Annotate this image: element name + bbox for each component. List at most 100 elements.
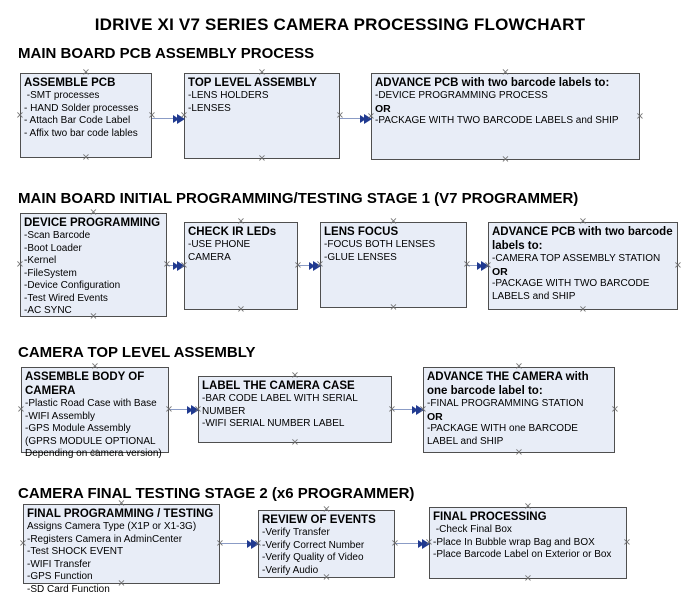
flow-box-line: -CAMERA TOP ASSEMBLY STATION: [492, 253, 661, 264]
flow-box-line: -GLUE LENSES: [324, 251, 397, 263]
flow-box-title: TOP LEVEL ASSEMBLY: [188, 77, 317, 89]
flow-box-advance-pcb-with-two-barcode-labels-to[interactable]: ADVANCE PCB with two barcode labels to:-…: [371, 73, 640, 160]
flow-box-line: (GPRS MODULE OPTIONAL: [25, 435, 156, 447]
flow-box-top-level-assembly[interactable]: TOP LEVEL ASSEMBLY-LENS HOLDERS-LENSES: [184, 73, 340, 159]
flow-box-line: -Verify Audio: [262, 564, 319, 576]
flow-box-line: -PACKAGE WITH TWO BARCODE LABELS and SHI…: [492, 278, 653, 302]
arrowhead-icon: [416, 405, 424, 415]
flow-box-title: FINAL PROGRAMMING / TESTING: [27, 508, 214, 520]
arrowhead-icon: [481, 261, 489, 271]
flow-box-line: -FINAL PROGRAMMING STATION: [427, 398, 584, 409]
flow-box-line: -Check Final Box: [433, 524, 512, 535]
arrowhead-icon: [173, 262, 179, 270]
arrowhead-icon: [191, 405, 199, 415]
flow-box-title: ADVANCE PCB with two barcode labels to:: [375, 77, 610, 89]
flow-box-lens-focus[interactable]: LENS FOCUS-FOCUS BOTH LENSES-GLUE LENSES: [320, 222, 467, 308]
arrowhead-icon: [422, 539, 430, 549]
flow-box-line: -WIFI Assembly: [25, 410, 96, 422]
arrow-line: [467, 265, 483, 266]
flow-box-review-of-events[interactable]: REVIEW OF EVENTS-Verify Transfer-Verify …: [258, 510, 395, 578]
flow-box-final-processing[interactable]: FINAL PROCESSING -Check Final Box-Place …: [429, 507, 627, 579]
flow-box-line: -Scan Barcode: [24, 230, 91, 241]
arrow-line: [152, 118, 179, 119]
flow-box-line: - Affix two bar code lables: [24, 127, 138, 139]
flow-box-label-the-camera-case[interactable]: LABEL THE CAMERA CASE-BAR CODE LABEL WIT…: [198, 376, 392, 443]
flow-box-advance-pcb-with-two-barcode-labels-to[interactable]: ADVANCE PCB with two barcode labels to:-…: [488, 222, 678, 310]
flow-box-line: -Verify Correct Number: [262, 539, 365, 551]
arrow-line: [169, 409, 193, 410]
arrowhead-icon: [477, 262, 483, 270]
section-heading-camera-top-level-assembly: CAMERA TOP LEVEL ASSEMBLY: [18, 344, 256, 361]
flow-box-title: CHECK IR LEDs: [188, 226, 277, 238]
arrowhead-icon: [177, 261, 185, 271]
flow-box-title: ASSEMBLE BODY OF CAMERA: [25, 371, 148, 397]
flow-box-title: ADVANCE THE CAMERA with one barcode labe…: [427, 371, 592, 397]
flow-box-line: -Registers Camera in AdminCenter: [27, 533, 183, 545]
arrow-line: [298, 265, 315, 266]
flow-box-line: -WIFI SERIAL NUMBER LABEL: [202, 418, 345, 429]
arrow-line: [395, 543, 424, 544]
flow-box-line: OR: [492, 265, 508, 278]
arrow-line: [392, 409, 418, 410]
flow-box-line: -WIFI Transfer: [27, 558, 91, 570]
flow-box-title: DEVICE PROGRAMMING: [24, 217, 161, 229]
flow-box-advance-the-camera-with-one-barcode-labe[interactable]: ADVANCE THE CAMERA with one barcode labe…: [423, 367, 615, 453]
flow-box-title: REVIEW OF EVENTS: [262, 514, 376, 526]
flow-box-title: FINAL PROCESSING: [433, 511, 547, 523]
flow-box-line: -GPS Function: [27, 571, 93, 582]
flow-box-line: -Kernel: [24, 255, 57, 266]
flow-box-line: -LENS HOLDERS: [188, 90, 269, 101]
flow-box-line: -Device Configuration: [24, 280, 121, 291]
section-heading-main-board-initial-programming-testing-s: MAIN BOARD INITIAL PROGRAMMING/TESTING S…: [18, 190, 579, 207]
arrowhead-icon: [313, 261, 321, 271]
flow-box-line: OR: [427, 410, 443, 423]
flow-box-line: -Verify Quality of Video: [262, 552, 364, 563]
arrowhead-icon: [412, 406, 418, 414]
flow-box-line: -LENSES: [188, 102, 231, 114]
arrowhead-icon: [173, 115, 179, 123]
arrowhead-icon: [247, 540, 253, 548]
flow-box-line: -DEVICE PROGRAMMING PROCESS: [375, 90, 548, 101]
page-title: IDRIVE XI V7 SERIES CAMERA PROCESSING FL…: [94, 15, 586, 34]
flow-box-line: Depending on camera version): [25, 448, 162, 459]
flow-box-assemble-body-of-camera[interactable]: ASSEMBLE BODY OF CAMERA-Plastic Road Cas…: [21, 367, 169, 459]
section-heading-camera-final-testing-stage-2-x6-programm: CAMERA FINAL TESTING STAGE 2 (x6 PROGRAM…: [18, 485, 415, 502]
flow-box-line: -PACKAGE WITH one BARCODE LABEL and SHIP: [427, 423, 581, 447]
flow-box-title: LABEL THE CAMERA CASE: [202, 380, 355, 392]
arrowhead-icon: [418, 540, 424, 548]
flow-box-assemble-pcb[interactable]: ASSEMBLE PCB -SMT processes- HAND Solder…: [20, 73, 152, 158]
section-heading-main-board-pcb-assembly-process: MAIN BOARD PCB ASSEMBLY PROCESS: [18, 45, 315, 62]
flow-box-line: -Verify Transfer: [262, 527, 330, 538]
flow-box-title: ADVANCE PCB with two barcode labels to:: [492, 226, 676, 252]
flow-box-line: -Plastic Road Case with Base: [25, 398, 157, 409]
arrowhead-icon: [364, 114, 372, 124]
flow-box-line: -Test Wired Events: [24, 292, 108, 304]
arrow-line: [340, 118, 366, 119]
flow-box-title: LENS FOCUS: [324, 226, 399, 238]
flow-box-line: -Place Barcode Label on Exterior or Box: [433, 549, 612, 560]
flow-box-line: -PACKAGE WITH TWO BARCODE LABELS and SHI…: [375, 115, 619, 126]
arrowhead-icon: [360, 115, 366, 123]
flow-box-line: -FileSystem: [24, 267, 77, 279]
flow-box-line: OR: [375, 102, 391, 115]
flow-box-line: -SD Card Function: [27, 583, 110, 595]
flow-box-device-programming[interactable]: DEVICE PROGRAMMING-Scan Barcode-Boot Loa…: [20, 213, 167, 317]
flow-box-line: -BAR CODE LABEL WITH SERIAL NUMBER: [202, 393, 361, 417]
flow-box-line: - Attach Bar Code Label: [24, 115, 131, 126]
arrowhead-icon: [251, 539, 259, 549]
flow-box-line: Assigns Camera Type (X1P or X1-3G): [27, 521, 197, 532]
arrowhead-icon: [177, 114, 185, 124]
arrowhead-icon: [187, 406, 193, 414]
flow-box-line: -Test SHOCK EVENT: [27, 546, 124, 557]
flow-box-line: -AC SYNC: [24, 305, 72, 316]
flow-box-line: -Boot Loader: [24, 242, 82, 254]
flow-box-line: - HAND Solder processes: [24, 102, 139, 114]
arrowhead-icon: [309, 262, 315, 270]
flow-box-line: -FOCUS BOTH LENSES: [324, 239, 436, 250]
flow-box-line: -Place In Bubble wrap Bag and BOX: [433, 536, 595, 548]
flow-box-line: -USE PHONE CAMERA: [188, 239, 254, 263]
flow-box-check-ir-leds[interactable]: CHECK IR LEDs-USE PHONE CAMERA: [184, 222, 298, 310]
flow-box-line: -GPS Module Assembly: [25, 423, 131, 434]
